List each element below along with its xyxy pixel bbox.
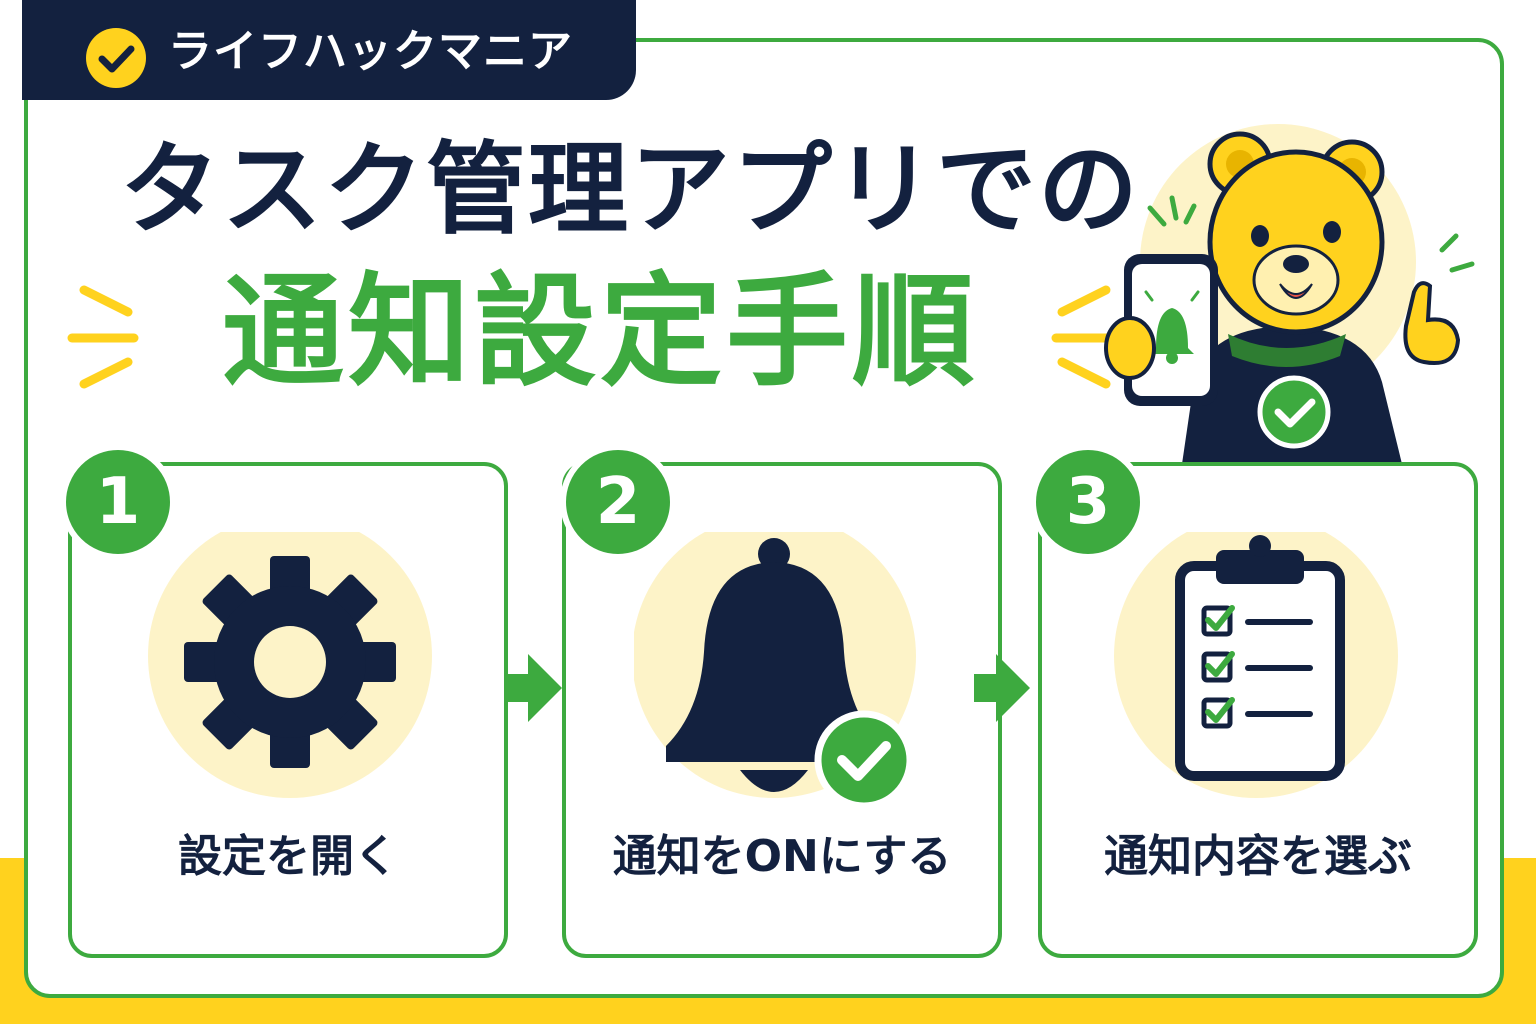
page-title-line2: 通知設定手順 bbox=[222, 261, 978, 403]
step-label-3: 通知内容を選ぶ bbox=[1104, 831, 1412, 882]
step-number-badge-2: 2 bbox=[560, 444, 676, 560]
check-circle-icon bbox=[86, 28, 146, 88]
bear-mascot-with-phone bbox=[1104, 124, 1475, 464]
arrow-right-icon bbox=[506, 654, 562, 722]
arrow-right-icon bbox=[974, 654, 1030, 722]
sparkle-lines-icon bbox=[67, 285, 139, 389]
step-label-1: 設定を開く bbox=[178, 831, 398, 882]
step-number-badge-3: 3 bbox=[1030, 444, 1146, 560]
step-label-2: 通知をONにする bbox=[612, 831, 952, 882]
brand-tab: ライフハックマニア bbox=[22, 0, 636, 100]
step-number-badge-1: 1 bbox=[60, 444, 176, 560]
clipboard-checklist-icon bbox=[1114, 532, 1398, 798]
gear-icon bbox=[148, 532, 432, 798]
bell-icon bbox=[634, 532, 916, 810]
page-title-line1: タスク管理アプリでの bbox=[120, 131, 1140, 248]
step-card-2: 通知をONにする bbox=[562, 462, 1002, 958]
brand-name: ライフハックマニア bbox=[168, 26, 573, 77]
